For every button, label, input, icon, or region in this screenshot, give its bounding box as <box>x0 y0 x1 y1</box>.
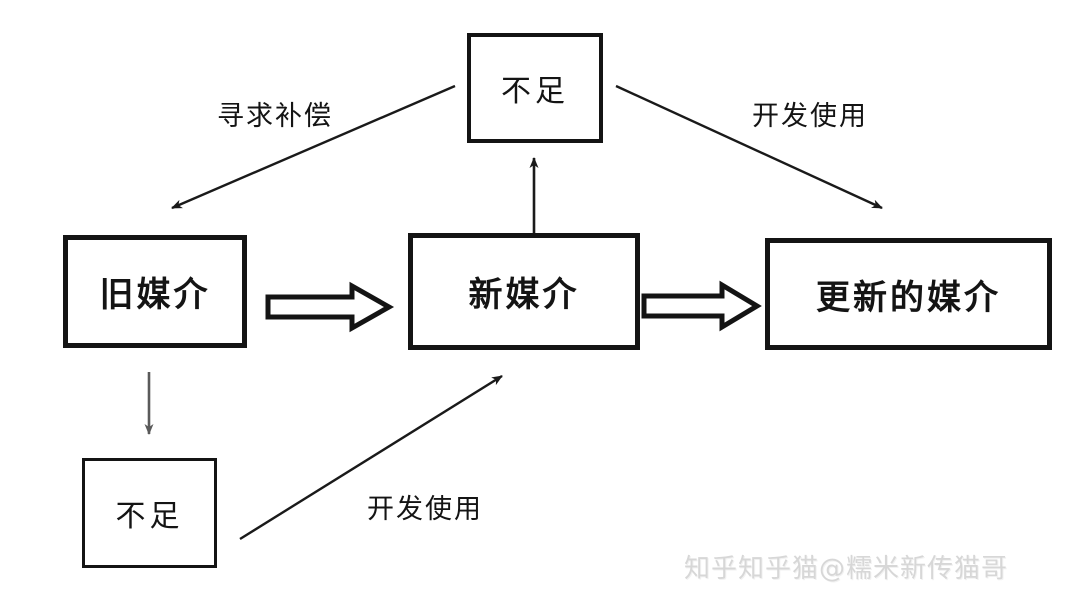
block-arrow-old-to-new <box>265 281 395 333</box>
node-newer-media: 更新的媒介 <box>765 238 1052 350</box>
node-deficiency-top-label: 不足 <box>501 74 569 109</box>
node-deficiency-top: 不足 <box>467 33 603 143</box>
edge-label-develop-use-bottom: 开发使用 <box>367 494 483 525</box>
node-deficiency-bottom: 不足 <box>82 458 217 568</box>
node-newer-media-label: 更新的媒介 <box>816 277 1001 318</box>
node-old-media: 旧媒介 <box>63 235 247 348</box>
block-arrow-new-to-newer <box>641 280 762 332</box>
node-old-media-label: 旧媒介 <box>99 275 211 315</box>
edge-seek-compensation-line <box>171 84 456 210</box>
node-new-media-label: 新媒介 <box>468 275 580 315</box>
watermark-text: 知乎知乎猫@糯米新传猫哥 <box>684 554 1009 584</box>
edge-develop-use-bottom-line <box>239 374 503 541</box>
edge-label-develop-use-top: 开发使用 <box>752 101 868 132</box>
node-new-media: 新媒介 <box>408 233 640 350</box>
node-deficiency-bottom-label: 不足 <box>115 499 184 534</box>
edge-develop-use-top-line <box>615 84 883 210</box>
edge-label-seek-compensation: 寻求补偿 <box>217 101 333 132</box>
